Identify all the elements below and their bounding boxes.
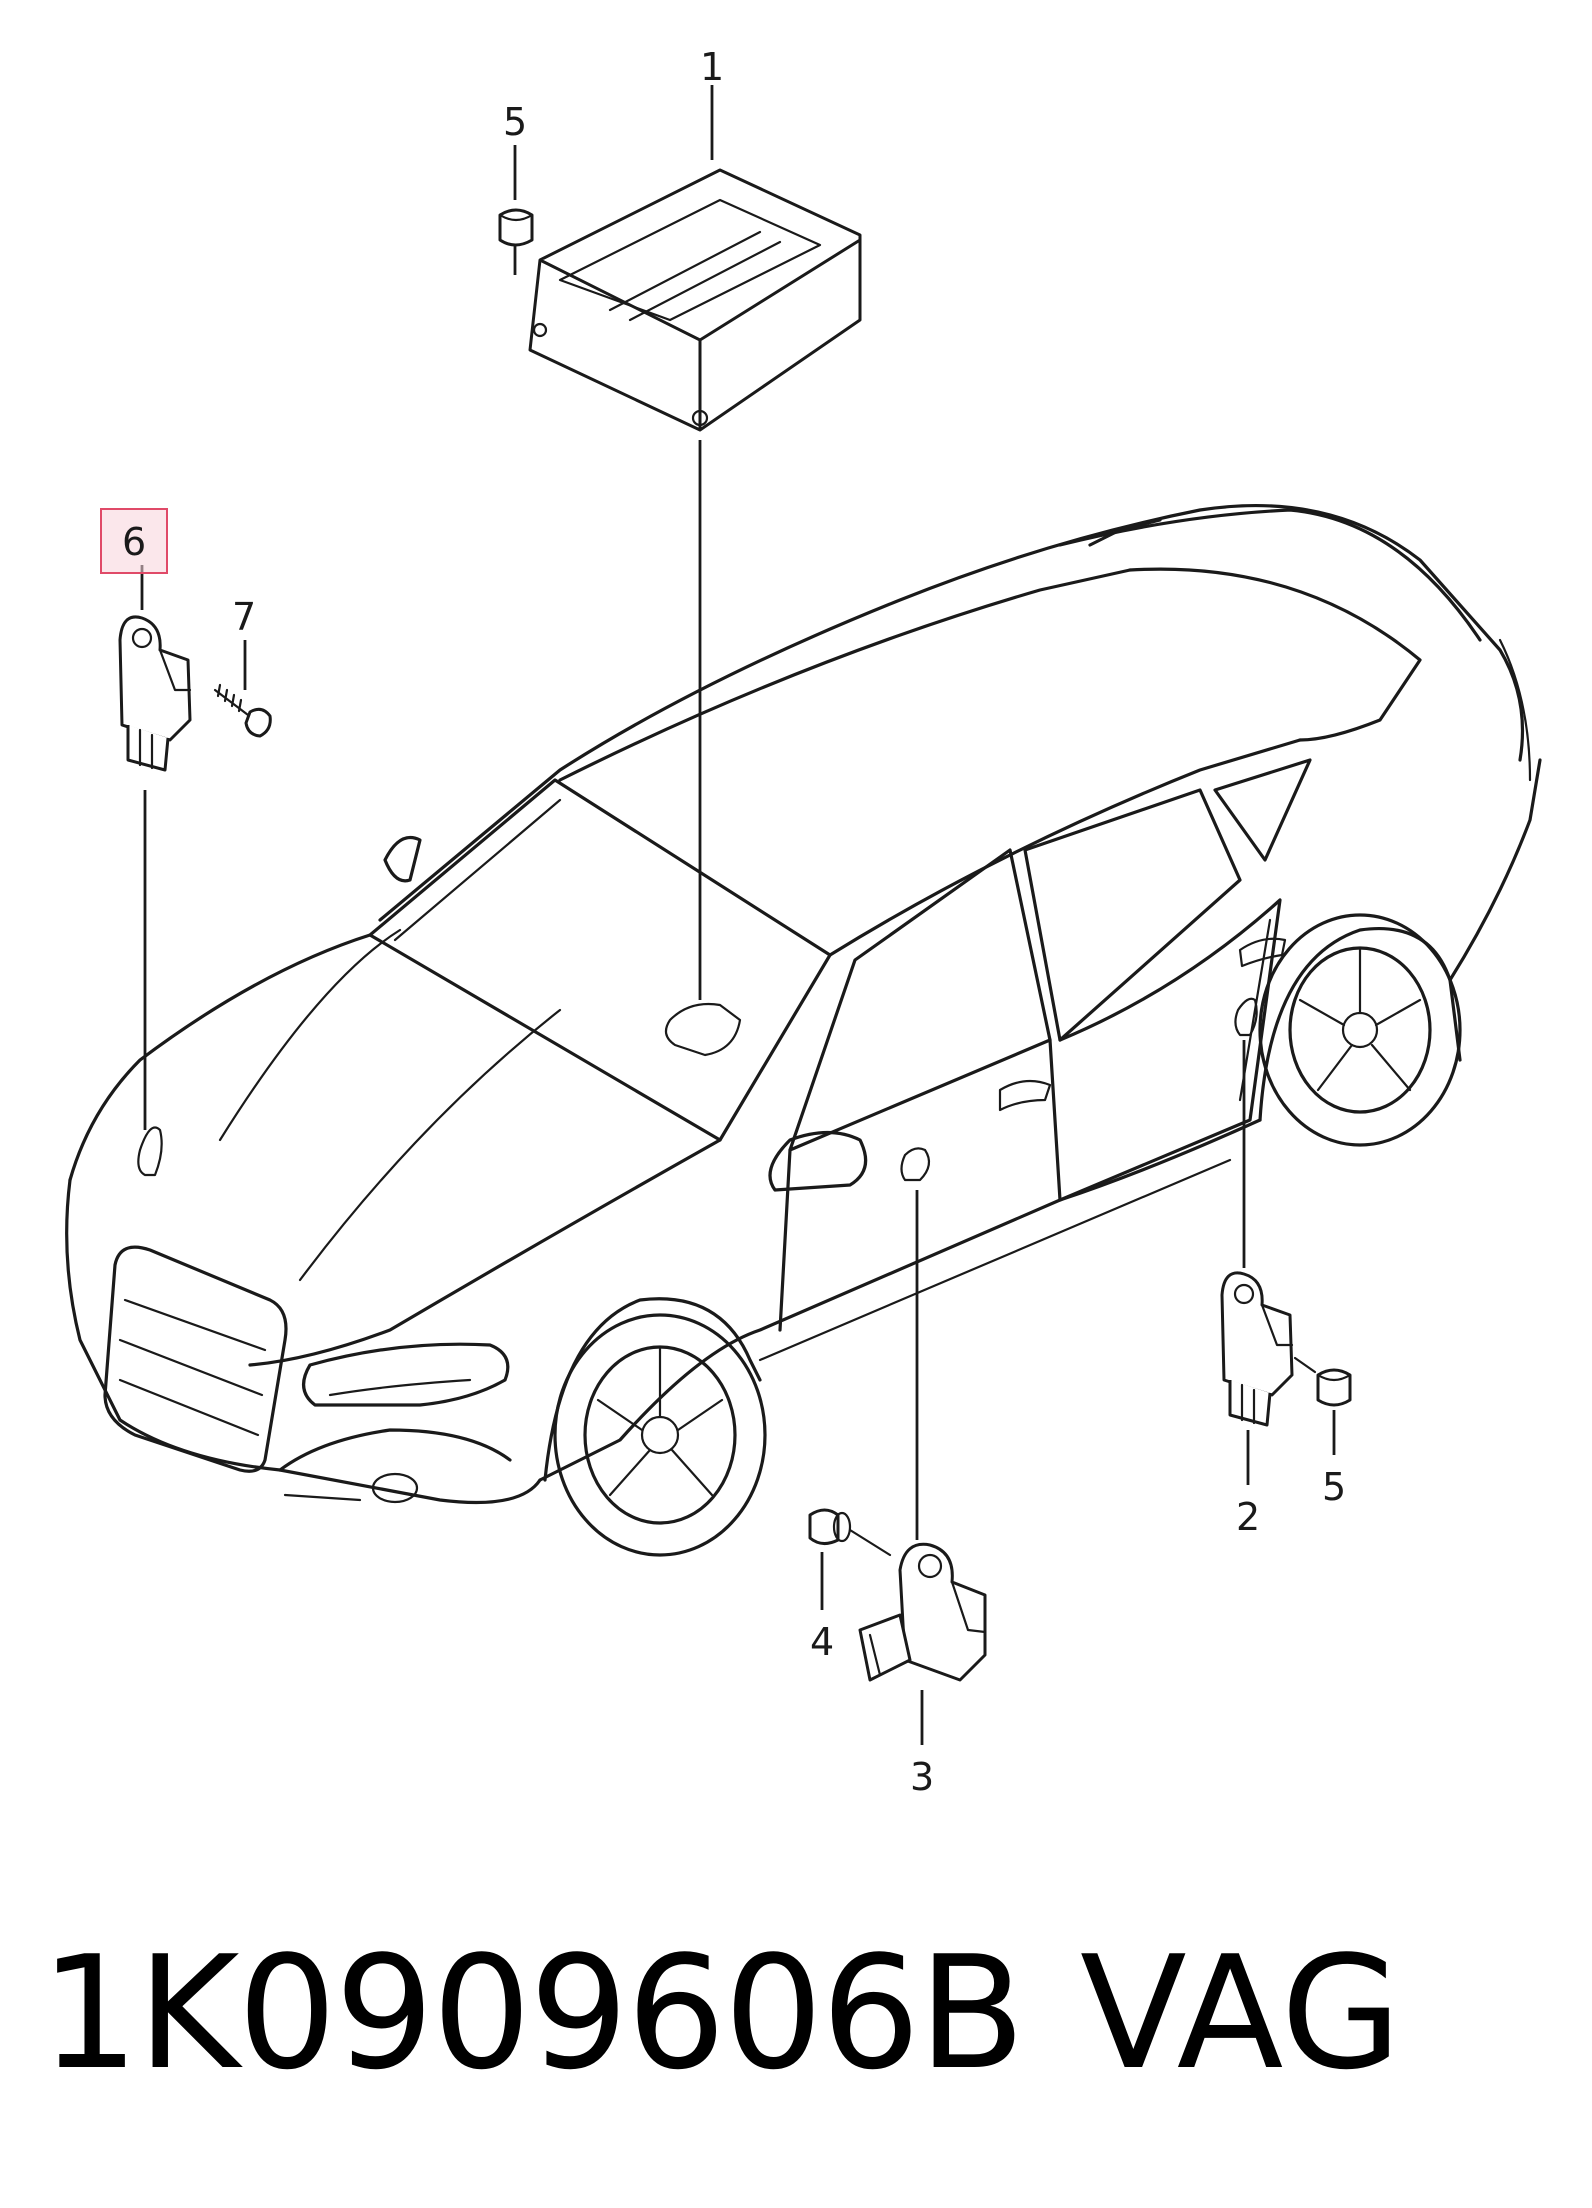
callout-4: 4 — [810, 1620, 834, 1664]
leader-lines — [140, 85, 1336, 1745]
car-illustration — [65, 504, 1542, 1557]
crash-sensor-front — [118, 615, 192, 772]
airbag-control-unit — [528, 168, 862, 432]
callout-3: 3 — [910, 1755, 934, 1799]
brand-name: VAG — [1080, 1922, 1402, 2104]
control-unit-mount-marker — [664, 1002, 742, 1057]
callout-7: 7 — [232, 595, 256, 639]
callout-5-rear: 5 — [1322, 1465, 1346, 1509]
screw — [213, 683, 272, 738]
nut-rear — [1293, 1356, 1352, 1407]
callout-6-highlight — [100, 508, 168, 574]
rear-sensor-mount-marker — [1234, 997, 1258, 1037]
part-number: 1K0909606B — [40, 1922, 1025, 2104]
crash-sensor-rear — [1220, 1271, 1294, 1427]
nut-washer — [808, 1508, 892, 1557]
callout-6: 6 — [122, 520, 146, 564]
callout-2: 2 — [1236, 1495, 1260, 1539]
crash-sensor-side — [858, 1542, 987, 1682]
callout-5-top: 5 — [503, 100, 527, 144]
nut-top — [498, 208, 534, 247]
callout-labels: 1 5 6 7 2 5 4 3 — [100, 45, 1346, 1799]
callout-1: 1 — [700, 45, 724, 89]
front-sensor-mount-marker — [137, 1126, 163, 1177]
door-sensor-mount-marker — [900, 1147, 931, 1182]
